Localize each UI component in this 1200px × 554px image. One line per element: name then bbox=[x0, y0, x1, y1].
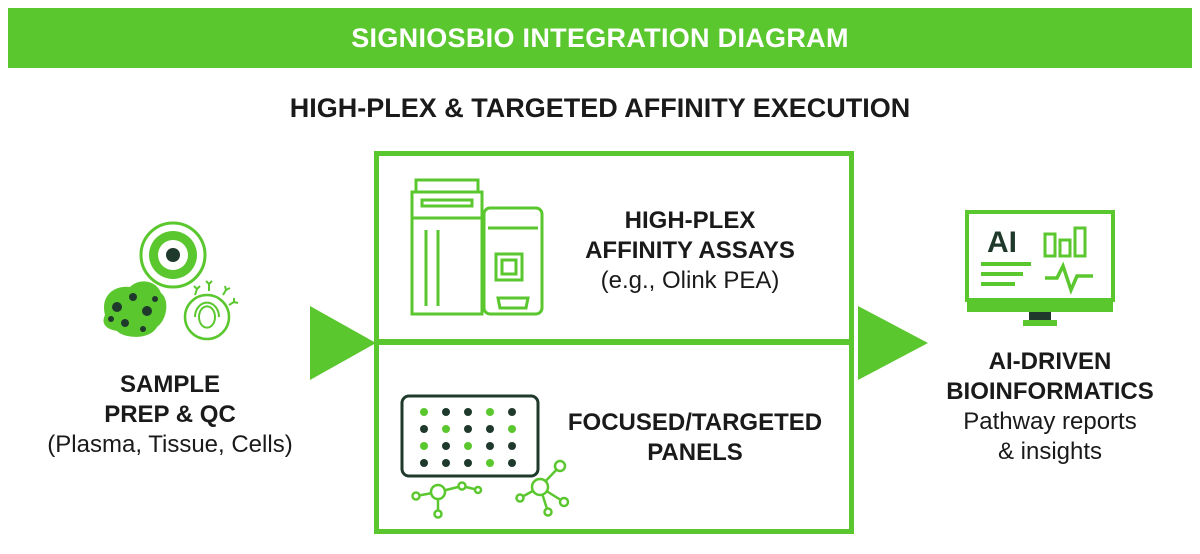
sample-title-line2: PREP & QC bbox=[104, 401, 236, 428]
banner-title: SIGNIOSBIO INTEGRATION DIAGRAM bbox=[351, 22, 849, 53]
highplex-title-line2: AFFINITY ASSAYS bbox=[585, 237, 795, 264]
sample-title-line1: SAMPLE bbox=[119, 371, 220, 398]
ai-icon-text: AI bbox=[987, 226, 1017, 259]
diagram-subtitle: HIGH-PLEX & TARGETED AFFINITY EXECUTION bbox=[289, 93, 911, 123]
focused-title-line1: FOCUSED/TARGETED bbox=[567, 409, 823, 436]
ai-detail-line2: & insights bbox=[997, 438, 1103, 465]
sample-detail: (Plasma, Tissue, Cells) bbox=[47, 431, 293, 458]
arrow-right-icon bbox=[858, 306, 928, 380]
header-banner: SIGNIOSBIO INTEGRATION DIAGRAM bbox=[8, 8, 1192, 68]
arrow-right-icon bbox=[310, 306, 376, 380]
highplex-node-label: HIGH-PLEX AFFINITY ASSAYS (e.g., Olink P… bbox=[560, 206, 820, 296]
highplex-title-line1: HIGH-PLEX bbox=[624, 207, 756, 234]
ai-title-line2: BIOINFORMATICS bbox=[946, 378, 1154, 405]
ai-detail-line1: Pathway reports bbox=[963, 408, 1137, 435]
sample-node-label: SAMPLE PREP & QC (Plasma, Tissue, Cells) bbox=[20, 370, 320, 460]
ai-title-line1: AI-DRIVEN bbox=[988, 348, 1112, 375]
focused-title-line2: PANELS bbox=[647, 439, 743, 466]
cells-icon bbox=[103, 221, 239, 341]
focused-node-label: FOCUSED/TARGETED PANELS bbox=[545, 408, 845, 468]
highplex-detail: (e.g., Olink PEA) bbox=[600, 267, 780, 294]
lab-instrument-icon bbox=[410, 178, 544, 316]
dot-array-panel-icon bbox=[400, 394, 570, 519]
focused-box bbox=[374, 340, 854, 534]
ai-node-label: AI-DRIVEN BIOINFORMATICS Pathway reports… bbox=[925, 347, 1175, 467]
ai-monitor-icon: AI bbox=[965, 210, 1115, 326]
